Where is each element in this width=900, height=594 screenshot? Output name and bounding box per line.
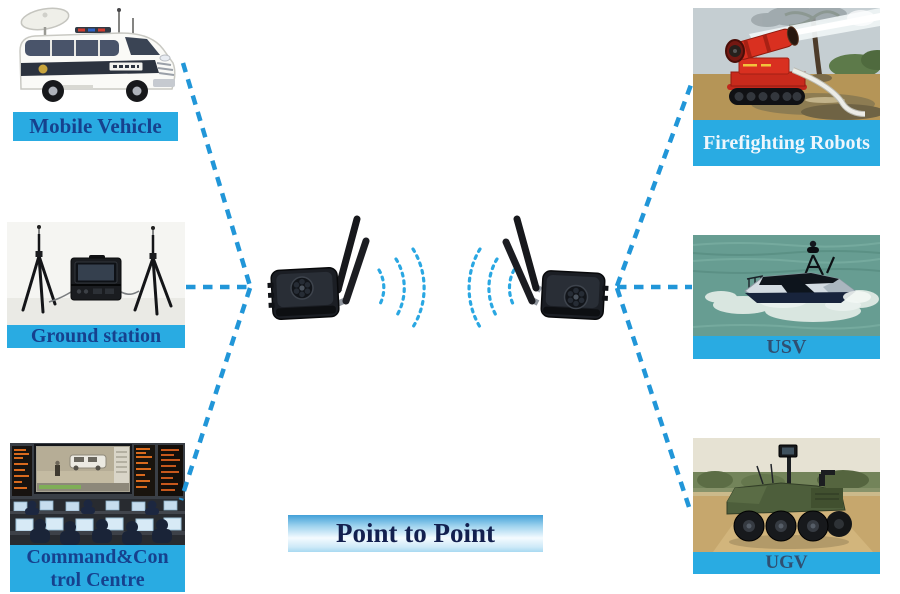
command-centre-photo xyxy=(10,443,185,545)
radio-transceiver-left-icon xyxy=(267,215,370,321)
mobile-vehicle-label: Mobile Vehicle xyxy=(13,112,178,141)
front-desk-row xyxy=(10,517,185,545)
command-centre-label-text: Command&Control Centre xyxy=(26,545,169,591)
usv-label: USV xyxy=(693,336,880,359)
wifi-waves-left-icon xyxy=(377,247,426,329)
line-ugv xyxy=(614,287,692,508)
dashed-connection-lines xyxy=(178,62,695,508)
firefighting-robots-label-text: Firefighting Robots xyxy=(703,131,870,154)
command-centre-label: Command&Control Centre xyxy=(10,545,185,592)
ground-station-illustration xyxy=(7,222,185,325)
firefighting-robots-label: Firefighting Robots xyxy=(693,120,880,166)
line-mobile-vehicle xyxy=(180,62,253,287)
usv-label-text: USV xyxy=(766,336,807,358)
point-to-point-banner: Point to Point xyxy=(288,515,543,552)
ground-station-photo xyxy=(7,222,185,325)
radio-transceiver-right-icon xyxy=(502,215,609,320)
police-van-illustration xyxy=(5,3,185,111)
ground-station-label: Ground station xyxy=(7,325,185,348)
back-desk-row xyxy=(10,499,185,515)
ground-station-label-text: Ground station xyxy=(30,325,162,347)
mobile-vehicle-photo xyxy=(5,3,185,111)
ugv-photo xyxy=(693,438,880,552)
ugv-body xyxy=(726,444,852,542)
control-room-illustration xyxy=(10,443,185,545)
ugv-label-text: UGV xyxy=(765,552,808,574)
usv-boat-illustration xyxy=(693,235,880,336)
wifi-waves-right-icon xyxy=(467,247,516,329)
robot-body xyxy=(725,26,866,117)
point-to-point-banner-text: Point to Point xyxy=(336,518,495,548)
ugv-label: UGV xyxy=(693,552,880,574)
firefighting-robot-photo xyxy=(693,8,880,120)
line-command-centre xyxy=(178,287,253,501)
satellite-dish-icon xyxy=(20,7,70,36)
mast xyxy=(803,254,836,276)
firefighting-robot-illustration xyxy=(693,8,880,120)
line-firefighting-robots xyxy=(614,81,695,287)
ugv-robot-illustration xyxy=(693,438,880,552)
usv-photo xyxy=(693,235,880,336)
mobile-vehicle-label-text: Mobile Vehicle xyxy=(29,114,162,139)
tripod-right xyxy=(133,256,173,316)
tripod-left xyxy=(21,254,57,314)
